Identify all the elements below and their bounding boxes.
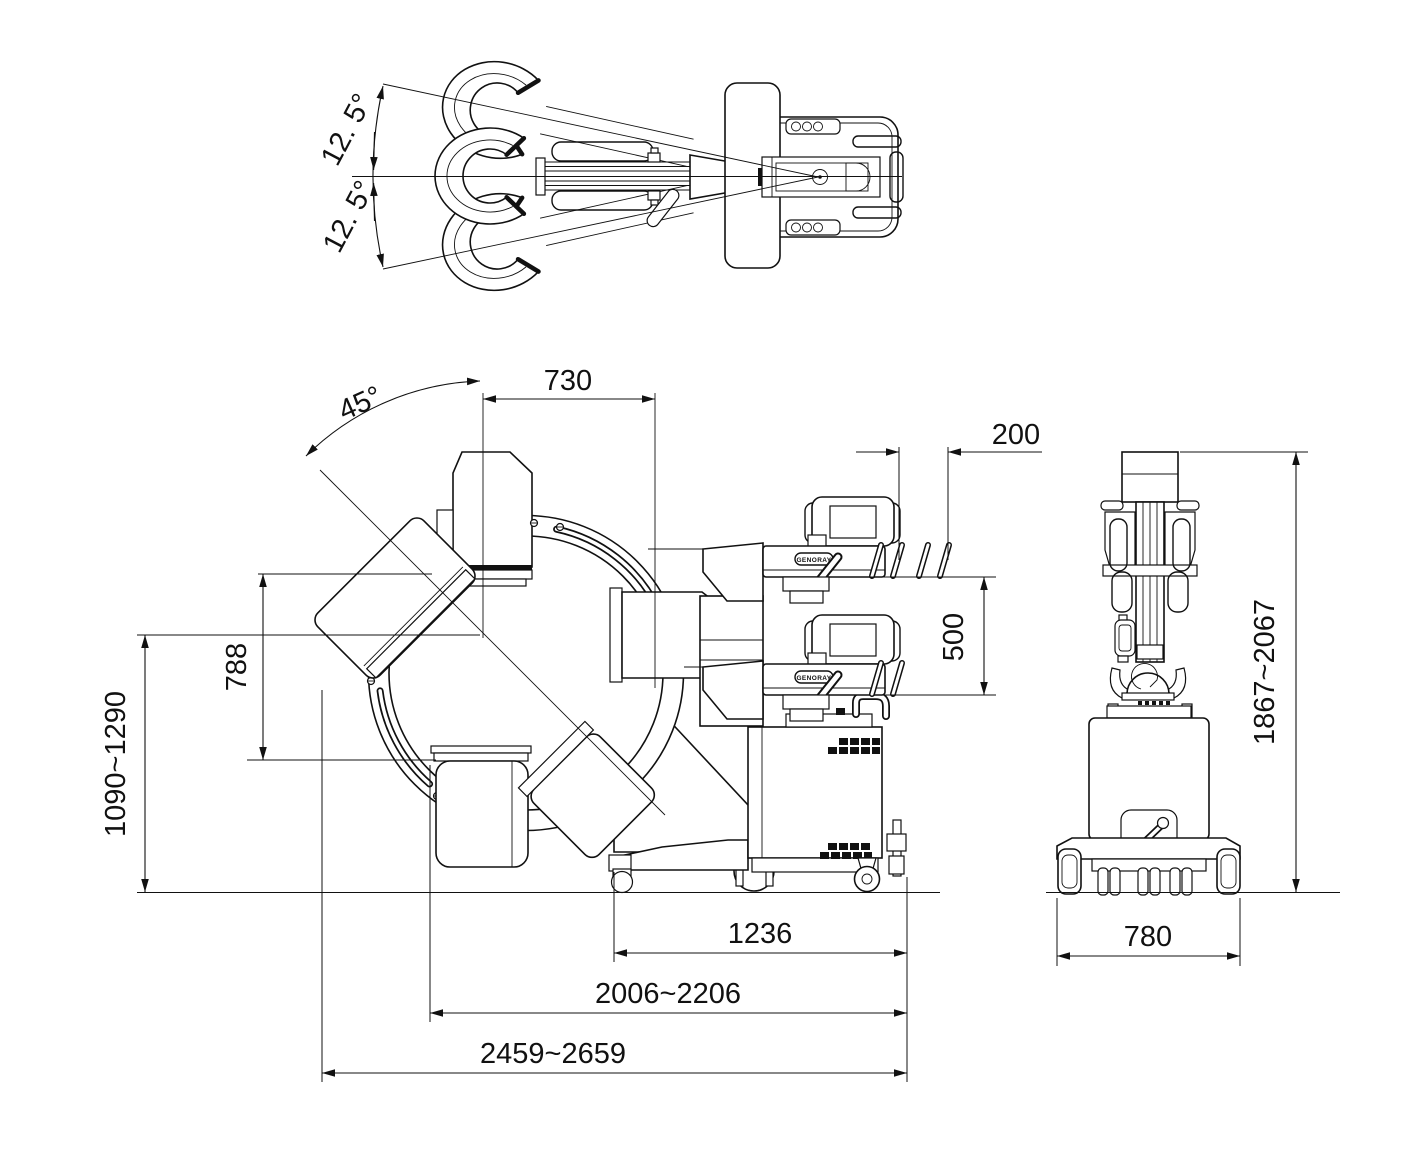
dim-2459-2659-label: 2459~2659 bbox=[480, 1038, 626, 1070]
xray-tube-45deg bbox=[517, 720, 656, 859]
vent-grille-upper bbox=[828, 738, 880, 754]
dim-1236: 1236 bbox=[613, 872, 908, 1082]
dim-730: 730 bbox=[483, 365, 655, 403]
dim-730-label: 730 bbox=[544, 365, 592, 397]
front-wheels bbox=[1057, 848, 1241, 896]
dim-1867-2067-label: 1867~2067 bbox=[1249, 599, 1281, 745]
image-intensifier-45deg bbox=[314, 517, 476, 679]
dim-1867-2067: 1867~2067 bbox=[1180, 451, 1308, 892]
dim-1090-1290-label: 1090~1290 bbox=[100, 691, 132, 837]
cart-top-view bbox=[646, 82, 904, 269]
dim-2459-2659: 2459~2659 bbox=[321, 690, 907, 1082]
dim-500-label: 500 bbox=[938, 613, 970, 661]
dim-780: 780 bbox=[1056, 898, 1241, 966]
image-intensifier-vertical bbox=[436, 451, 539, 587]
brand-label-upper: GENORAY bbox=[796, 557, 831, 564]
dim-2006-2206: 2006~2206 bbox=[429, 765, 907, 1022]
dim-500: 500 bbox=[862, 576, 996, 696]
dim-788-label: 788 bbox=[221, 643, 253, 691]
monitor-arm-upper: GENORAY bbox=[648, 496, 952, 604]
xray-tube-bottom bbox=[430, 745, 532, 868]
front-pivot-dome bbox=[1109, 663, 1187, 705]
dim-780-label: 780 bbox=[1124, 921, 1172, 953]
dim-2006-2206-label: 2006~2206 bbox=[595, 978, 741, 1010]
iso-45deg-line bbox=[319, 469, 666, 816]
front-base bbox=[1056, 703, 1241, 896]
dim-1236-label: 1236 bbox=[728, 918, 793, 950]
dim-200-label: 200 bbox=[992, 419, 1040, 451]
monitor-arm-lower: GENORAY bbox=[684, 614, 905, 722]
dim-788: 788 bbox=[221, 573, 436, 761]
dim-1090-1290: 1090~1290 bbox=[100, 634, 480, 892]
front-column bbox=[1100, 451, 1200, 663]
dim-200: 200 bbox=[856, 419, 1042, 560]
vent-grille-lower bbox=[820, 843, 872, 859]
front-view: 1867~2067 780 bbox=[1046, 451, 1340, 966]
cable-hooks-lower bbox=[869, 660, 905, 697]
brand-label-lower: GENORAY bbox=[796, 675, 831, 682]
side-view: GENORAY GENORAY bbox=[100, 365, 1042, 1082]
